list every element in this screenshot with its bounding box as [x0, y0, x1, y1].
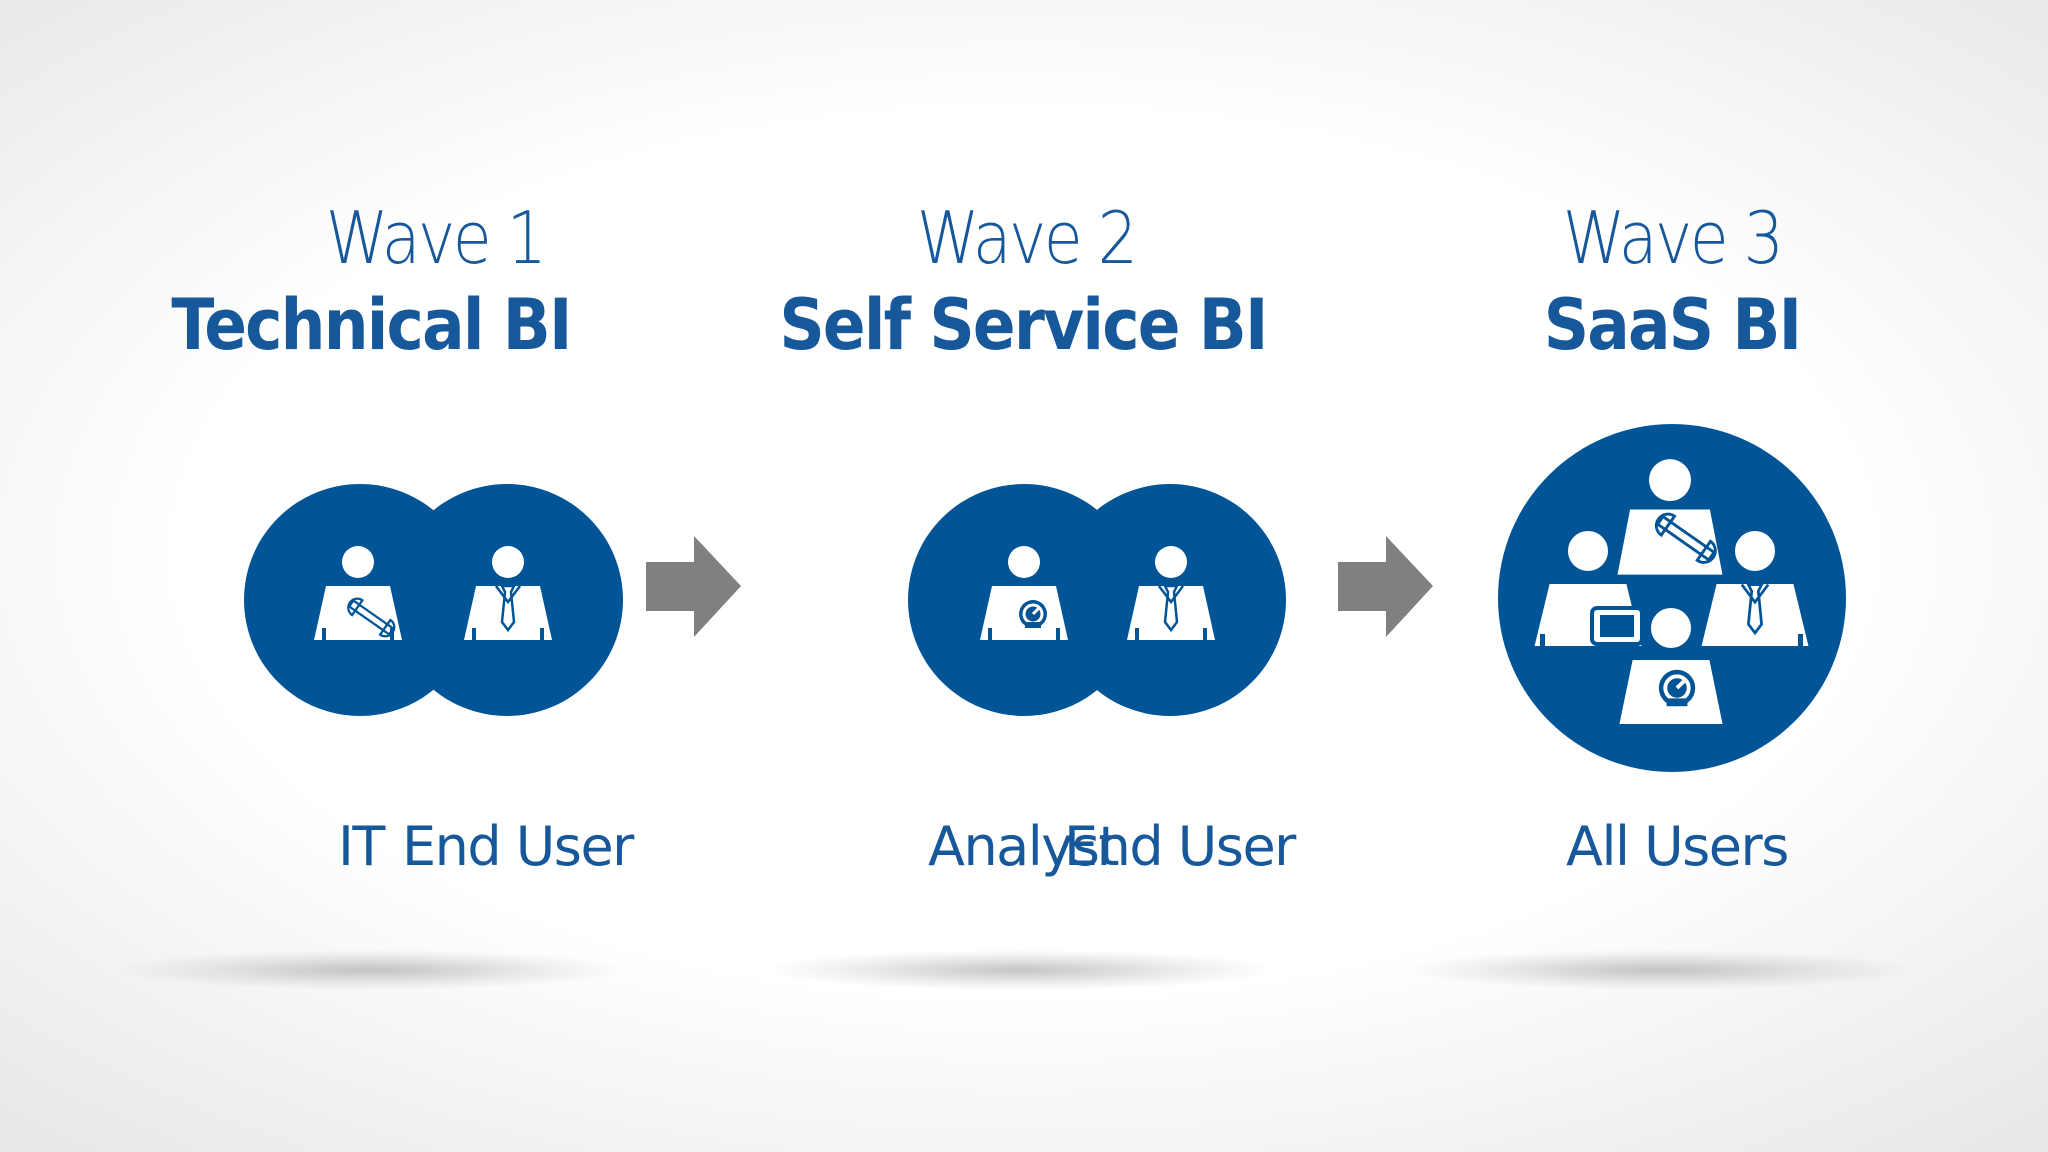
- wave-1-name: Technical BI: [171, 284, 572, 366]
- wave-3-circle: [1498, 424, 1846, 772]
- wave-3-name: SaaS BI: [1543, 284, 1802, 366]
- wave-2-name: Self Service BI: [779, 284, 1268, 366]
- arrow-right-icon: [646, 536, 741, 637]
- wave-1-user-it: IT: [338, 815, 385, 878]
- wave-2-user-analyst: Analyst: [928, 815, 1120, 878]
- wave-2-circles: [908, 484, 1286, 716]
- wave-3-number: Wave 3: [1562, 196, 1784, 280]
- wave-1-circles: [244, 484, 623, 716]
- wave-1-user-end-user: End User: [402, 815, 634, 878]
- wave-3-user-all-users: All Users: [1566, 815, 1789, 878]
- all-users-group-icon: [1529, 459, 1814, 728]
- arrow-right-icon: [1338, 536, 1433, 637]
- wave-2-user-end-user: End User: [1064, 815, 1296, 878]
- wave-3-shadow: [1410, 950, 1910, 990]
- wave-2-shadow: [770, 950, 1270, 990]
- wave-2-number: Wave 2: [916, 196, 1138, 280]
- wave-1-shadow: [120, 950, 620, 990]
- wave-1-number: Wave 1: [325, 196, 547, 280]
